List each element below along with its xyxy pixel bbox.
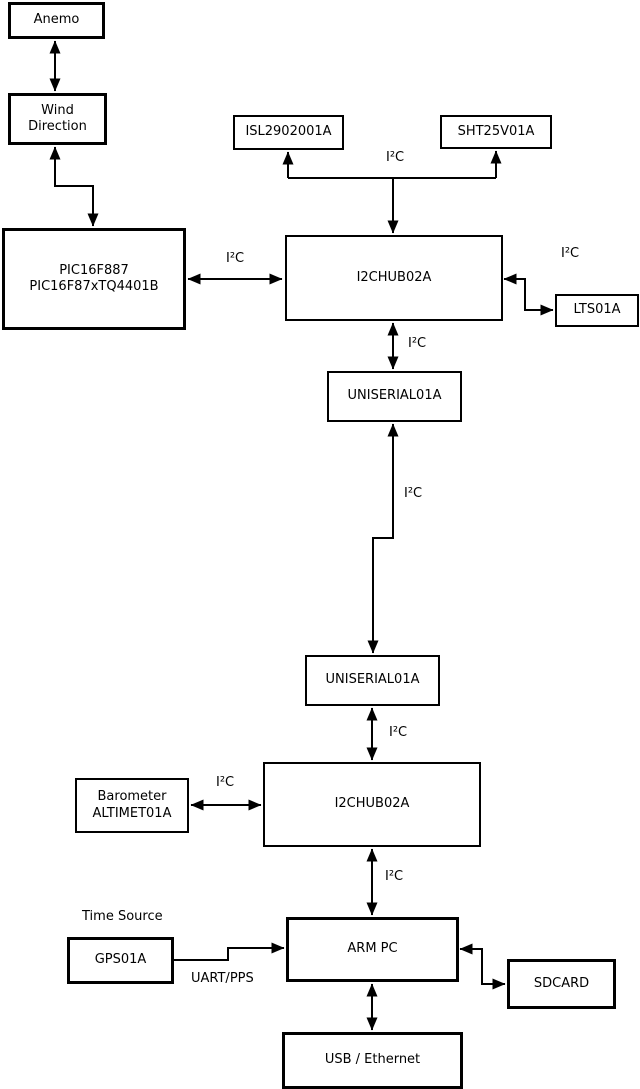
node-isl2902001a: ISL2902001A: [233, 115, 344, 150]
node-sht25v01a: SHT25V01A: [440, 115, 552, 149]
edge-label-i2c-barometer-hub2: I²C: [216, 775, 235, 790]
edge-gps-armpc: [174, 942, 285, 961]
node-uniserial01a-top: UNISERIAL01A: [327, 371, 462, 422]
node-gps01a: GPS01A: [67, 937, 174, 984]
annotation-time-source: Time Source: [82, 909, 163, 924]
node-barometer-altimet01a: Barometer ALTIMET01A: [75, 778, 189, 833]
edge-label-uart-pps: UART/PPS: [191, 971, 254, 986]
node-pic16f887: PIC16F887 PIC16F87xTQ4401B: [2, 228, 186, 330]
edge-uniserial1-uniserial2: [367, 423, 399, 654]
node-lts01a: LTS01A: [555, 294, 639, 327]
edge-label-i2c-uniserial2-hub2: I²C: [389, 725, 408, 740]
edge-label-i2c-uniserial-link: I²C: [404, 486, 423, 501]
edge-label-i2c-hub1-uniserial1: I²C: [408, 336, 427, 351]
edge-label-i2c-hub2-armpc: I²C: [385, 869, 404, 884]
node-uniserial01a-bottom: UNISERIAL01A: [305, 655, 440, 706]
edge-wind-pic: [49, 146, 99, 227]
edge-label-i2c-pic-hub1: I²C: [226, 251, 245, 266]
node-i2chub02a-bottom: I2CHUB02A: [263, 762, 481, 847]
edge-label-i2c-hub1-lts: I²C: [561, 246, 580, 261]
node-sdcard: SDCARD: [507, 959, 616, 1009]
node-usb-ethernet: USB / Ethernet: [282, 1032, 463, 1089]
node-i2chub02a-top: I2CHUB02A: [285, 235, 503, 321]
node-anemo: Anemo: [8, 2, 105, 39]
node-arm-pc: ARM PC: [286, 917, 459, 982]
edge-hub1-lts: [503, 273, 554, 316]
node-wind-direction: Wind Direction: [8, 93, 107, 145]
edge-label-i2c-sensor-bus: I²C: [386, 150, 405, 165]
edge-armpc-sdcard: [459, 943, 506, 990]
